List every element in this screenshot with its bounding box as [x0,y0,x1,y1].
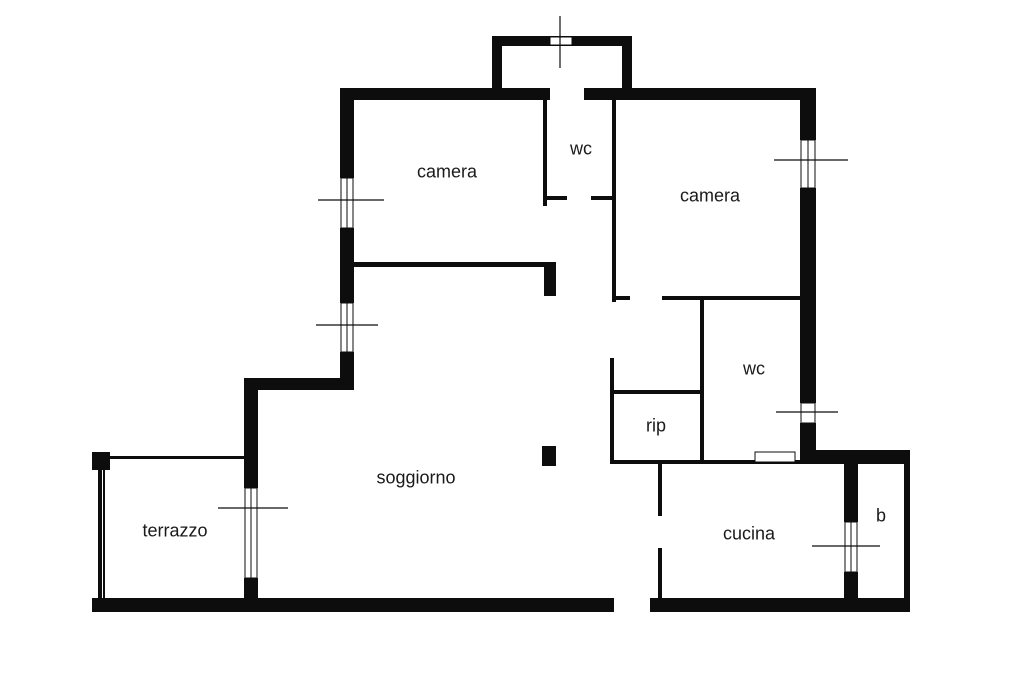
room-label-wc-top: wc [570,138,592,159]
room-label-soggiorno: soggiorno [376,467,456,488]
windows [244,36,858,579]
room-label-rip: rip [645,415,667,436]
interior-walls [98,96,804,600]
room-label-camera-right: camera [679,185,741,206]
room-label-wc-right: wc [743,358,765,379]
room-label-terrazzo: terrazzo [142,520,208,541]
room-label-camera-left: camera [416,161,478,182]
window-markers [218,16,880,578]
room-label-cucina: cucina [722,523,776,544]
exterior-walls [92,36,910,612]
room-label-b: b [875,505,887,526]
